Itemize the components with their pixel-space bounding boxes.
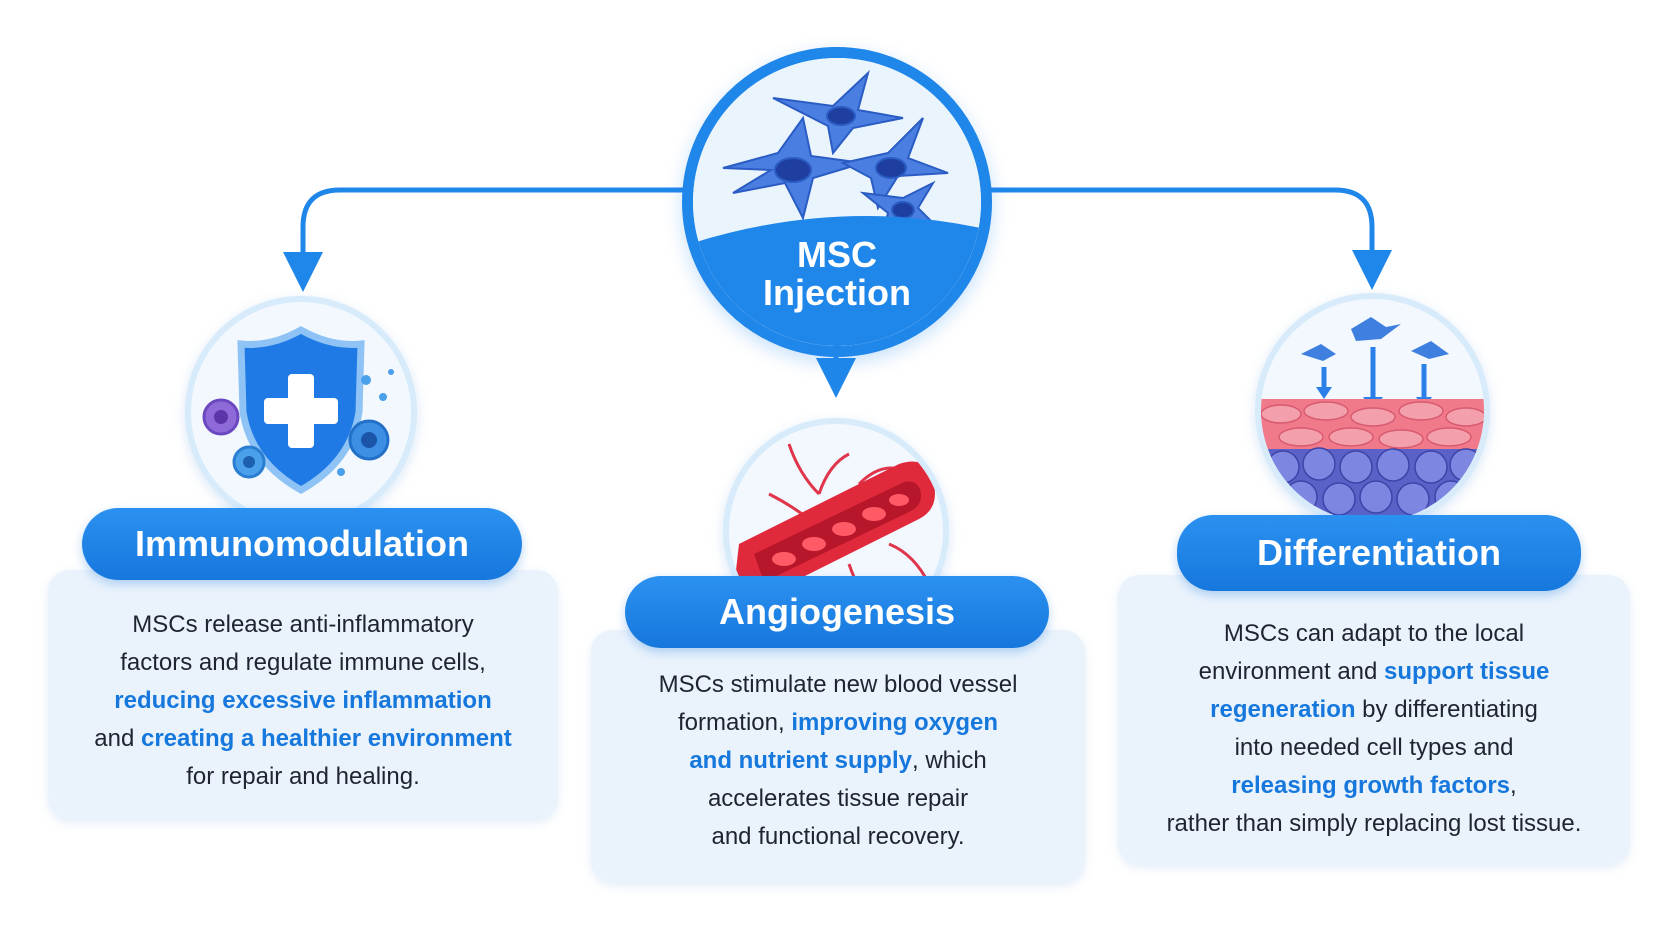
- description-line: MSCs stimulate new blood vessel: [591, 666, 1085, 704]
- description-line: formation, improving oxygen: [591, 704, 1085, 742]
- highlighted-text: releasing growth factors: [1231, 772, 1511, 799]
- immunomodulation-illustration: [185, 296, 417, 528]
- description-text: rather than simply replacing lost tissue…: [1166, 810, 1582, 837]
- description-line: accelerates tissue repair: [591, 780, 1085, 818]
- shield-cross-icon: [202, 325, 394, 495]
- highlighted-text: and nutrient supply: [689, 747, 912, 774]
- description-text: environment and: [1198, 658, 1385, 685]
- highlighted-text: improving oxygen: [791, 709, 999, 736]
- description-line: regeneration by differentiating: [1118, 691, 1630, 729]
- description-line: MSCs release anti-inflammatory: [48, 606, 558, 644]
- description-line: factors and regulate immune cells,: [48, 644, 558, 682]
- hub-title-line1: MSC: [797, 234, 877, 275]
- description-line: and creating a healthier environment: [48, 720, 558, 758]
- immunomodulation-description: MSCs release anti-inflammatory factors an…: [48, 606, 558, 796]
- hub-title: MSC Injection: [693, 236, 981, 312]
- description-line: rather than simply replacing lost tissue…: [1118, 805, 1630, 843]
- description-line: environment and support tissue: [1118, 653, 1630, 691]
- description-text: MSCs stimulate new blood vessel: [658, 671, 1018, 698]
- description-text: and: [94, 725, 141, 752]
- angiogenesis-description: MSCs stimulate new blood vessel formation…: [591, 666, 1085, 856]
- differentiation-illustration: [1255, 293, 1490, 528]
- description-text: , which: [911, 747, 987, 774]
- differentiation-card: MSCs can adapt to the local environment a…: [1118, 575, 1630, 865]
- arrow-to-immunomodulation: [283, 187, 690, 292]
- description-line: MSCs can adapt to the local: [1118, 615, 1630, 653]
- angiogenesis-title: Angiogenesis: [625, 576, 1049, 648]
- description-text: ,: [1510, 772, 1517, 799]
- highlighted-text: support tissue: [1384, 658, 1550, 685]
- arrow-to-differentiation: [985, 187, 1392, 290]
- immunomodulation-title: Immunomodulation: [82, 508, 522, 580]
- description-text: and functional recovery.: [711, 823, 965, 850]
- blood-vessel-icon: [735, 443, 935, 616]
- description-line: and functional recovery.: [591, 818, 1085, 856]
- description-text: MSCs can adapt to the local: [1223, 620, 1525, 647]
- differentiation-description: MSCs can adapt to the local environment a…: [1118, 615, 1630, 843]
- description-line: and nutrient supply, which: [591, 742, 1085, 780]
- description-line: for repair and healing.: [48, 758, 558, 796]
- description-text: for repair and healing.: [186, 763, 420, 790]
- description-text: MSCs release anti-inflammatory: [132, 611, 474, 638]
- description-line: reducing excessive inflammation: [48, 682, 558, 720]
- description-text: formation,: [677, 709, 792, 736]
- msc-injection-hub: MSC Injection: [682, 47, 992, 357]
- description-text: factors and regulate immune cells,: [120, 649, 486, 676]
- highlighted-text: reducing excessive inflammation: [114, 687, 492, 714]
- description-text: into needed cell types and: [1234, 734, 1514, 761]
- description-line: releasing growth factors,: [1118, 767, 1630, 805]
- immunomodulation-card: MSCs release anti-inflammatory factors an…: [48, 570, 558, 820]
- highlighted-text: creating a healthier environment: [140, 725, 512, 752]
- description-line: into needed cell types and: [1118, 729, 1630, 767]
- highlighted-text: regeneration: [1210, 696, 1356, 723]
- description-text: accelerates tissue repair: [707, 785, 969, 812]
- differentiation-title: Differentiation: [1177, 515, 1581, 591]
- description-text: by differentiating: [1355, 696, 1538, 723]
- tissue-layers-icon: [1261, 317, 1484, 522]
- angiogenesis-card: MSCs stimulate new blood vessel formation…: [591, 630, 1085, 883]
- hub-title-line2: Injection: [762, 272, 911, 313]
- stem-cells-icon: [693, 58, 981, 346]
